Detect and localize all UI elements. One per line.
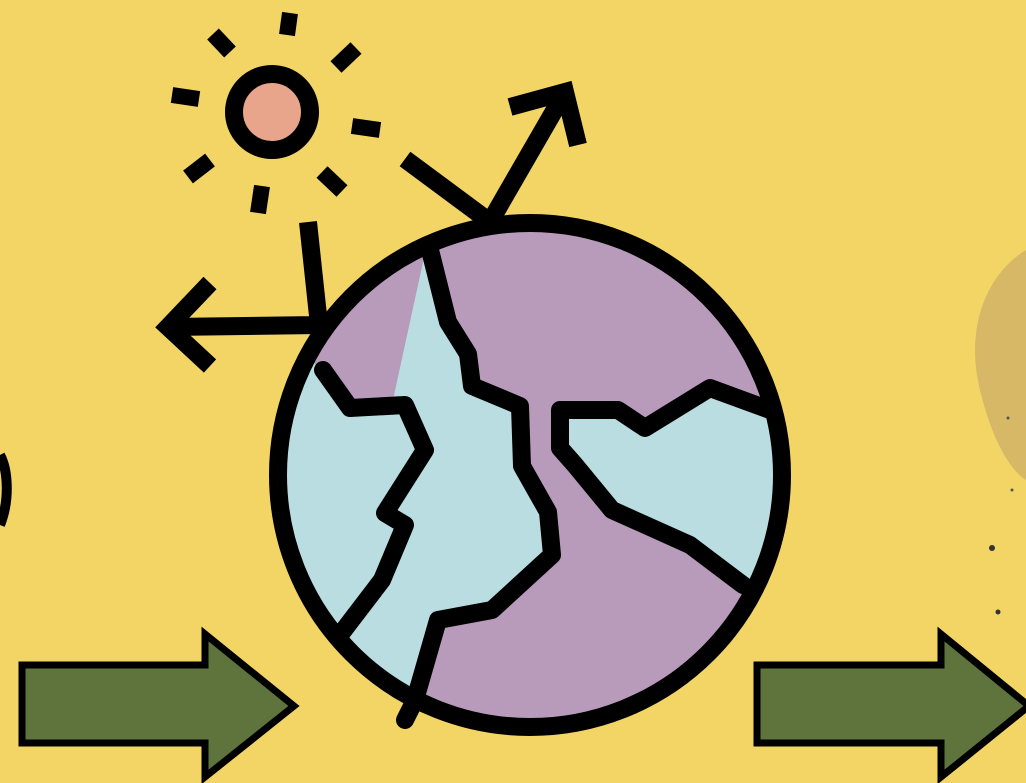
globe-icon — [270, 215, 790, 735]
